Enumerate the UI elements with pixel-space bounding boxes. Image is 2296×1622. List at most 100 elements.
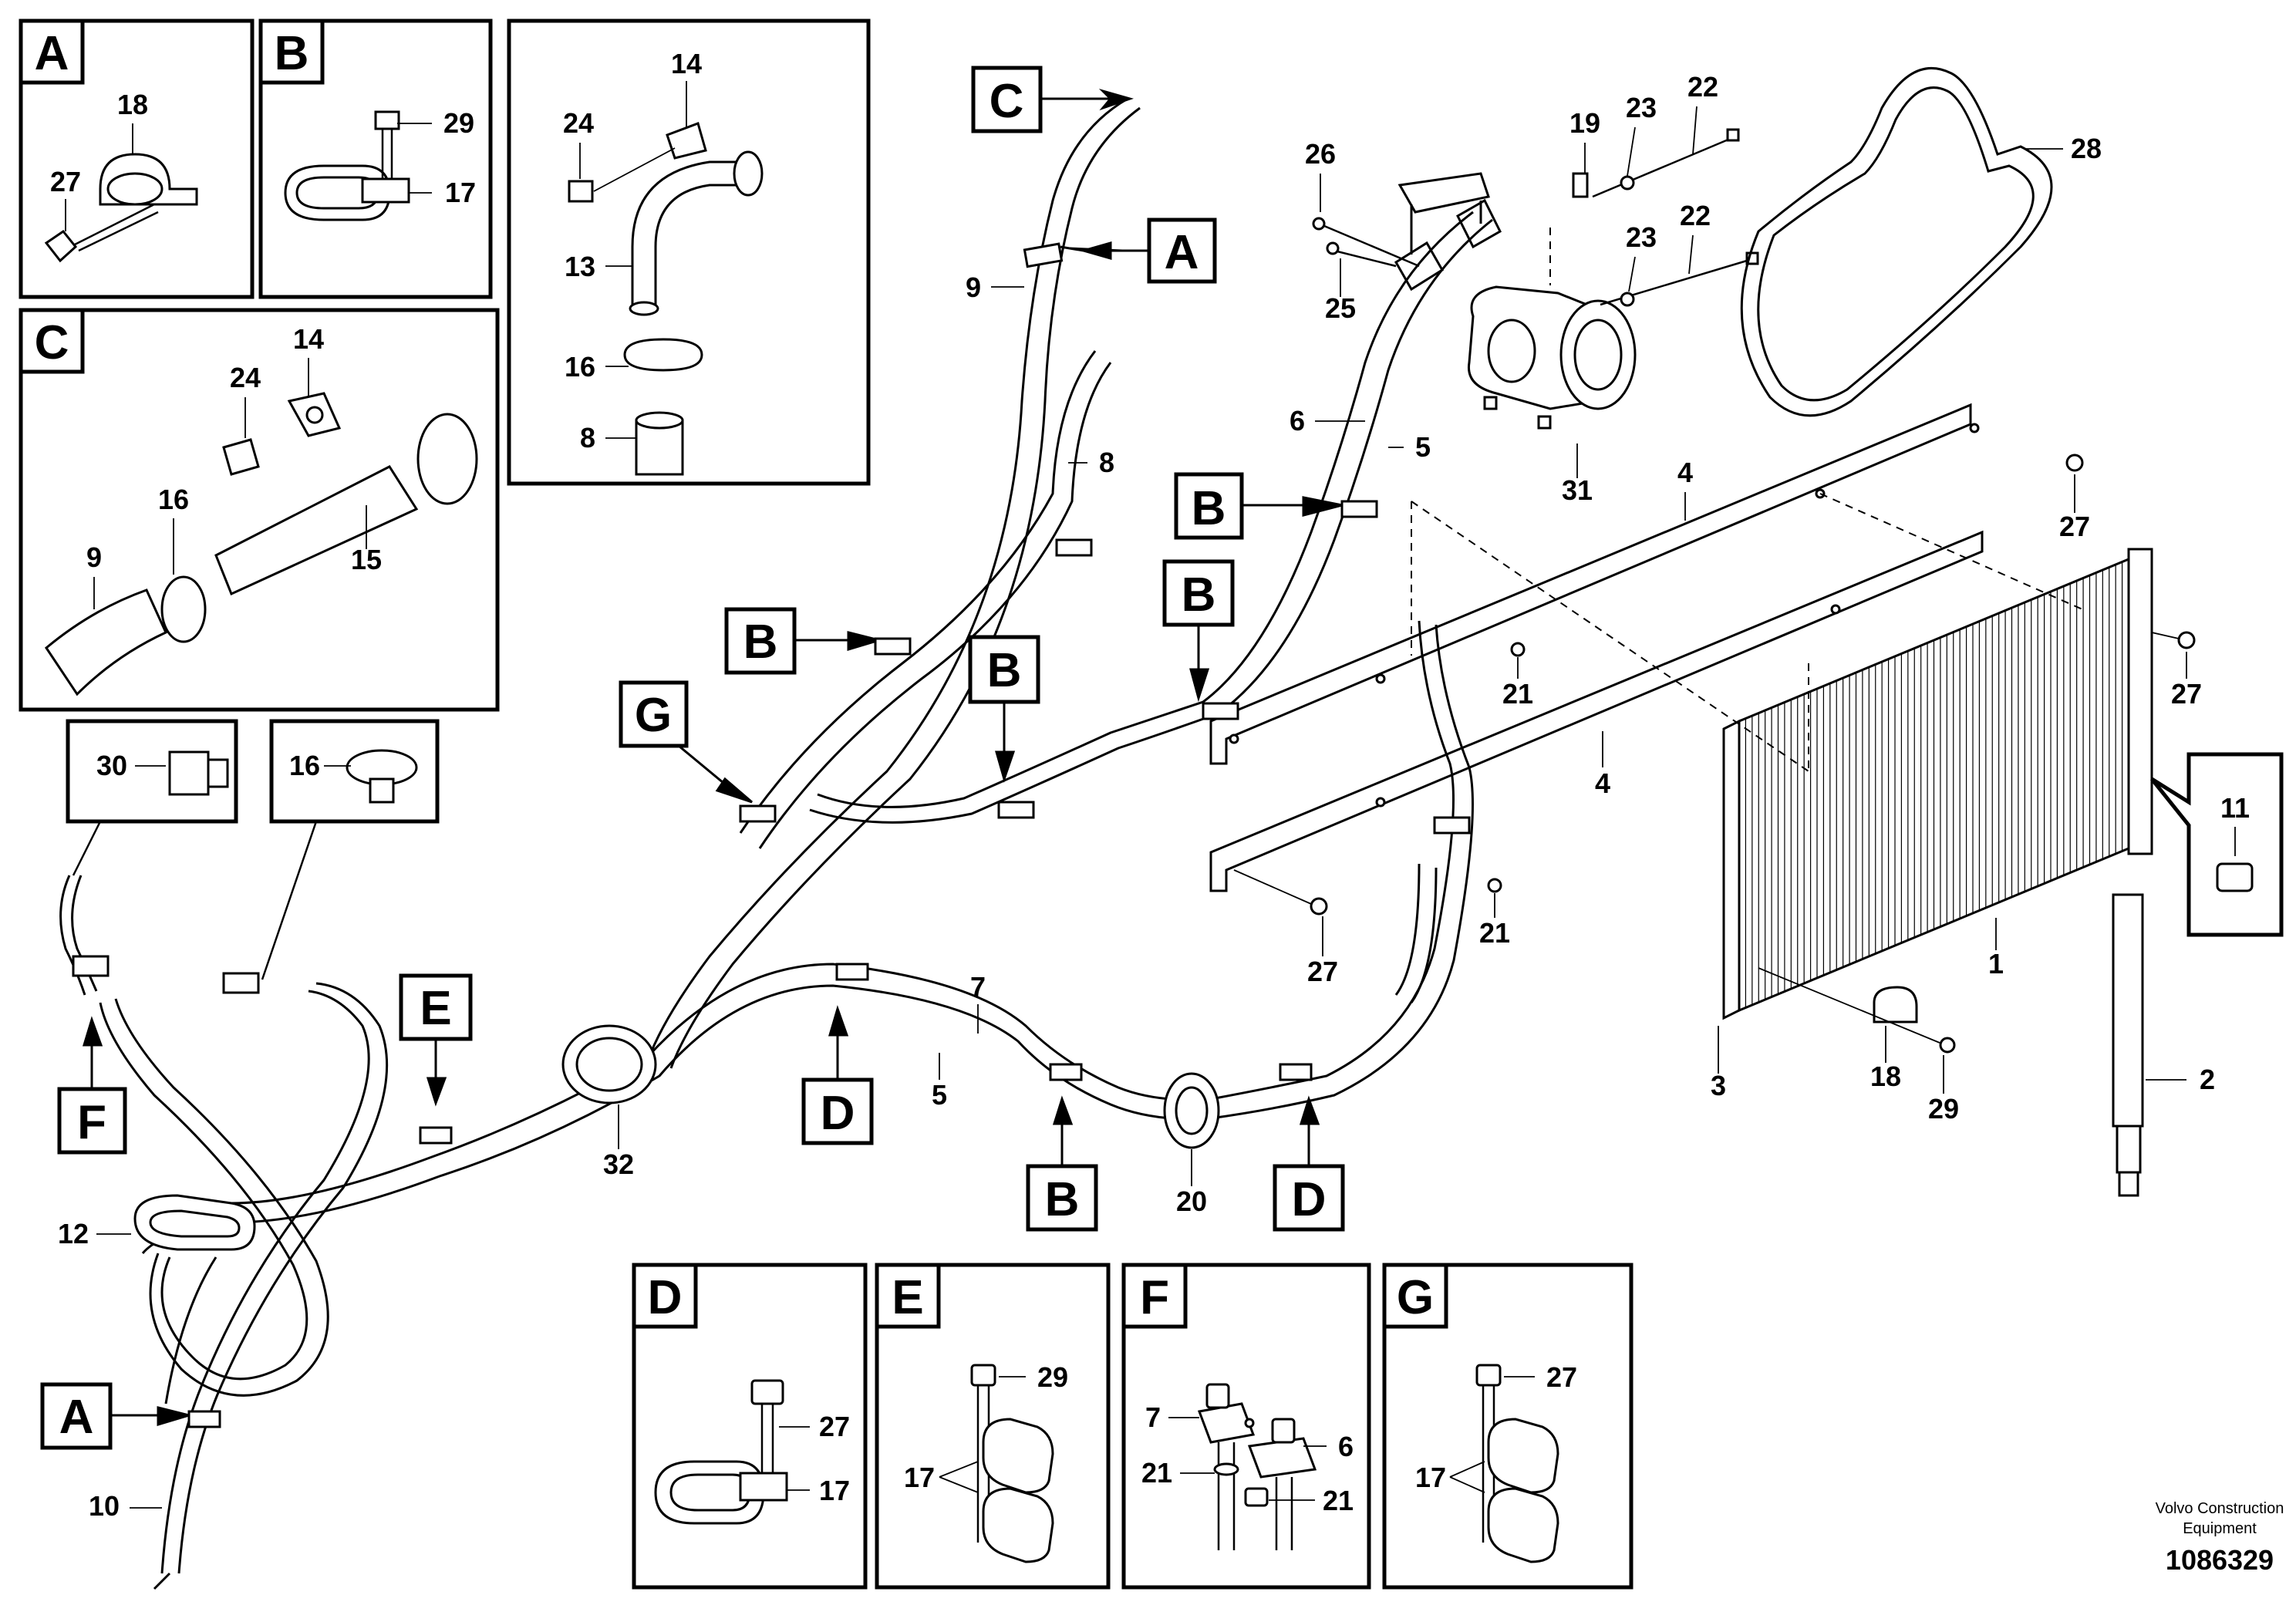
grommet-12 (133, 1194, 256, 1251)
reference-letter: B (987, 644, 1022, 697)
ref-letter-b4: B (968, 635, 1040, 784)
reference-letter: A (59, 1391, 94, 1444)
callout-number: 18 (1870, 1061, 1901, 1092)
callout-number: 30 (96, 750, 127, 781)
callout-number: 21 (1141, 1457, 1172, 1489)
callout-number: 6 (1290, 405, 1305, 437)
callout-number: 24 (563, 107, 594, 139)
callout-number: 14 (671, 48, 702, 79)
callout-number: 4 (1677, 457, 1693, 488)
ref-letter-b3: B (724, 607, 884, 675)
part-box-16 (269, 719, 440, 824)
callout-number: 26 (1305, 138, 1336, 170)
callout-number: 10 (89, 1490, 120, 1522)
brand-line-1: Volvo Construction (2156, 1500, 2284, 1517)
callout-number: 29 (443, 107, 474, 139)
ref-letter-g: G (619, 680, 753, 804)
callout-number: 1 (1988, 948, 2004, 980)
ref-letter-d1: D (801, 1005, 874, 1145)
callout-number: 17 (1415, 1462, 1446, 1493)
callout-number: 9 (966, 271, 981, 303)
callout-number: 21 (1479, 917, 1510, 949)
callout-number: 5 (932, 1079, 947, 1111)
part-box-30 (66, 719, 238, 824)
ref-letter-b5: B (1026, 1095, 1098, 1232)
drawing-number: 1086329 (2166, 1544, 2274, 1576)
callout-number: 2 (2200, 1064, 2215, 1095)
reference-letter: A (1165, 226, 1199, 279)
callout-number: 27 (2059, 511, 2090, 542)
callout-number: 17 (445, 177, 476, 208)
callout-number: 23 (1626, 92, 1657, 123)
callout-number: 19 (1569, 107, 1600, 139)
callout-number: 14 (293, 323, 324, 355)
reference-letter: B (1182, 568, 1216, 622)
detail-box-g: G (1382, 1263, 1633, 1590)
reference-letter: C (990, 75, 1024, 128)
callout-number: 17 (904, 1462, 935, 1493)
ref-letter-d2: D (1273, 1095, 1345, 1232)
callout-number: 29 (1037, 1361, 1068, 1393)
callout-number: 8 (1099, 447, 1114, 478)
drive-belt (1740, 66, 2053, 417)
reference-letter: D (648, 1271, 683, 1324)
callout-number: 20 (1176, 1185, 1207, 1217)
callout-number: 5 (1415, 431, 1431, 463)
callout-number: 12 (58, 1218, 89, 1249)
callout-number: 25 (1325, 292, 1356, 324)
ref-letter-e: E (399, 973, 473, 1107)
reference-letter: C (35, 316, 69, 369)
callout-number: 7 (1145, 1401, 1161, 1433)
callout-number: 27 (50, 166, 81, 197)
callout-number: 27 (819, 1411, 850, 1442)
ref-letter-a-top: A (1060, 218, 1217, 284)
reference-letter: G (1397, 1271, 1434, 1324)
callout-number: 28 (2071, 133, 2102, 164)
callout-number: 16 (158, 484, 189, 515)
callout-number: 29 (1928, 1093, 1959, 1125)
mounting-rails (1209, 403, 1984, 892)
callout-number: 13 (565, 251, 595, 282)
pressure-switch-box (2150, 752, 2284, 937)
reference-letter: E (420, 982, 451, 1035)
callout-number: 23 (1626, 221, 1657, 253)
callout-number: 16 (289, 750, 320, 781)
callout-number: 22 (1680, 200, 1711, 231)
callout-number: 4 (1595, 767, 1610, 799)
condenser (1722, 548, 2153, 1020)
reference-letter: B (275, 27, 309, 80)
receiver-drier (2112, 893, 2144, 1197)
callout-number: 21 (1502, 678, 1533, 710)
reference-letter: G (635, 689, 672, 742)
detail-box-c-inset (507, 19, 871, 486)
callout-number: 6 (1338, 1431, 1354, 1462)
reference-letter: B (743, 615, 778, 669)
reference-letter: A (35, 27, 69, 80)
brand-line-2: Equipment (2183, 1520, 2257, 1537)
callout-number: 3 (1711, 1070, 1726, 1101)
reference-letter: D (821, 1087, 855, 1140)
callout-number: 9 (86, 541, 102, 573)
hose-clamps (72, 242, 1471, 1428)
detail-box-c: C (19, 308, 500, 712)
detail-box-a: A (19, 19, 255, 299)
callout-number: 18 (117, 89, 148, 120)
callout-number: 16 (565, 351, 595, 383)
callout-number: 8 (580, 422, 595, 454)
callout-number: 24 (230, 362, 261, 393)
ref-letter-a-bottom: A (40, 1382, 194, 1450)
reference-letter: F (77, 1096, 106, 1149)
callout-number: 7 (970, 971, 986, 1003)
ref-letter-f: F (57, 1016, 127, 1155)
callout-number: 31 (1562, 474, 1593, 506)
detail-box-f: F (1121, 1263, 1371, 1590)
callout-number: 27 (1307, 956, 1338, 987)
callout-number: 27 (2171, 678, 2202, 710)
detail-box-b: B (258, 19, 493, 299)
ref-letter-c-top: C (971, 66, 1135, 133)
reference-letter: B (1045, 1173, 1080, 1226)
reference-letter: F (1140, 1271, 1169, 1324)
ref-letter-b2: B (1162, 559, 1235, 703)
callout-number: 21 (1323, 1485, 1354, 1516)
detail-box-e: E (875, 1263, 1111, 1590)
